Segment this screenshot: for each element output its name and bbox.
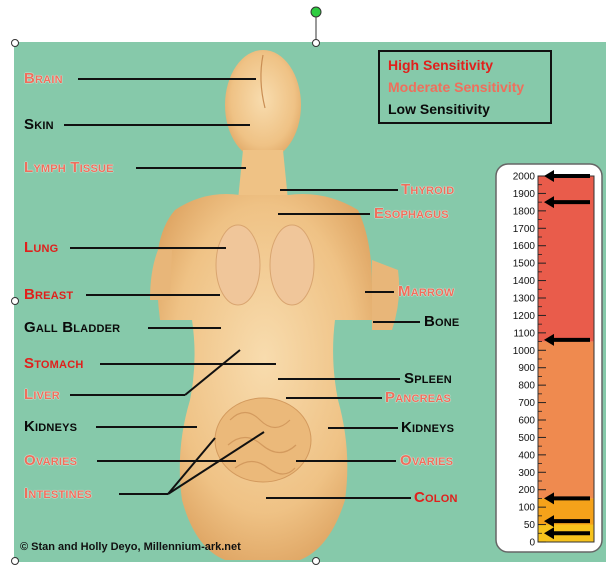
label-colon: Colon <box>414 490 458 506</box>
lung-right-shape <box>270 225 314 305</box>
gauge-band-1 <box>538 342 594 499</box>
label-ovaries-left: Ovaries <box>24 453 77 469</box>
gauge-tick-label: 1300 <box>513 294 536 305</box>
gauge-tick-label: 700 <box>518 398 535 409</box>
gauge-tick-label: 1600 <box>513 241 536 252</box>
label-marrow: Marrow <box>398 284 454 300</box>
gauge-tick-label: 300 <box>518 468 535 479</box>
label-pancreas: Pancreas <box>385 390 451 406</box>
label-brain: Brain <box>24 71 63 87</box>
label-intestines: Intestines <box>24 486 92 502</box>
gauge-tick-label: 200 <box>518 485 535 496</box>
selection-handle-top-left[interactable] <box>11 39 19 47</box>
gauge-tick-label: 1400 <box>513 276 536 287</box>
gauge-tick-label: 900 <box>518 363 535 374</box>
gauge-tick-label: 100 <box>518 503 535 514</box>
gauge-tick-label: 1000 <box>513 346 536 357</box>
gauge-tick-label: 1100 <box>513 328 535 339</box>
label-kidneys-left: Kidneys <box>24 419 77 435</box>
gauge-tick-label: 1200 <box>513 311 536 322</box>
selection-handle-middle-left[interactable] <box>11 297 19 305</box>
selection-handle-top-center[interactable] <box>312 39 320 47</box>
gauge-tick-label: 1500 <box>513 259 536 270</box>
gauge-tick-label: 500 <box>518 433 535 444</box>
label-liver: Liver <box>24 387 60 403</box>
rotate-handle <box>311 7 321 17</box>
label-breast: Breast <box>24 287 73 303</box>
intestine-shape <box>215 398 311 482</box>
label-kidneys-right: Kidneys <box>401 420 454 436</box>
gauge-tick-label: 400 <box>518 450 535 461</box>
gauge-tick-label: 1900 <box>513 189 536 200</box>
label-lymph-tissue: Lymph Tissue <box>24 160 114 176</box>
label-bone: Bone <box>424 314 459 330</box>
head-shape <box>225 50 301 160</box>
label-lung: Lung <box>24 240 58 256</box>
right-arm-stub <box>372 260 399 330</box>
legend-low: Low Sensitivity <box>388 101 490 117</box>
gauge-tick-label: 2000 <box>513 172 536 183</box>
lung-left-shape <box>216 225 260 305</box>
label-thyroid: Thyroid <box>401 182 454 198</box>
label-ovaries-right: Ovaries <box>400 453 453 469</box>
label-esophagus: Esophagus <box>374 206 449 222</box>
label-skin: Skin <box>24 117 54 133</box>
gauge-tick-label: 50 <box>524 520 536 531</box>
gauge-tick-label: 1700 <box>513 224 536 235</box>
label-stomach: Stomach <box>24 356 83 372</box>
label-gall-bladder: Gall Bladder <box>24 320 120 336</box>
sensitivity-scale: 2000190018001700160015001400130012001100… <box>494 162 606 554</box>
label-spleen: Spleen <box>404 371 452 387</box>
gauge-tick-label: 1800 <box>513 206 536 217</box>
legend-moderate: Moderate Sensitivity <box>388 79 524 95</box>
sensitivity-legend: High Sensitivity Moderate Sensitivity Lo… <box>378 50 552 124</box>
neck-shape <box>238 150 288 200</box>
legend-high: High Sensitivity <box>388 57 493 73</box>
gauge-tick-label: 800 <box>518 381 535 392</box>
gauge-tick-label: 0 <box>529 538 535 549</box>
gauge-tick-label: 600 <box>518 416 535 427</box>
left-arm-stub <box>150 250 172 300</box>
credit-text: © Stan and Holly Deyo, Millennium-ark.ne… <box>20 541 241 553</box>
